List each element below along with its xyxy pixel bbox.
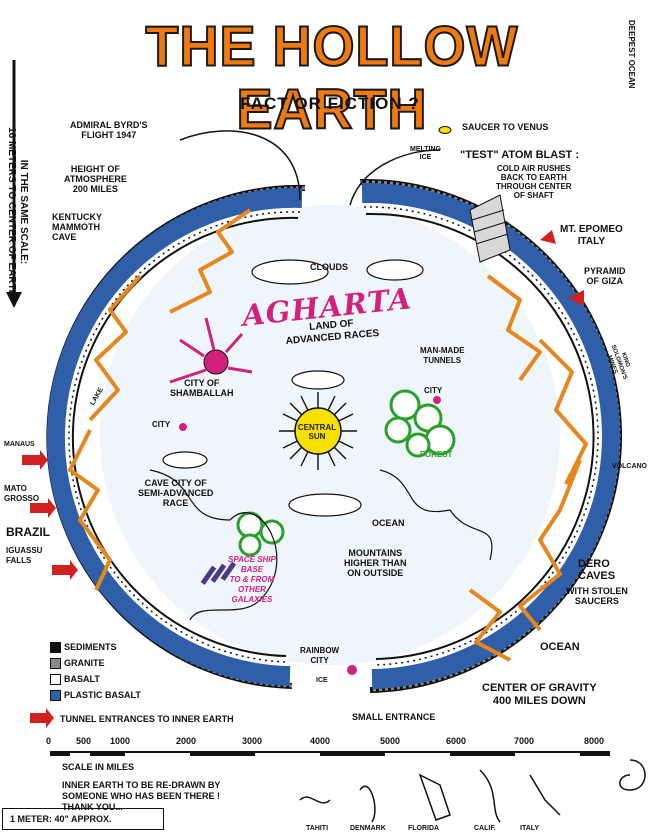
space-ship-base-icon [200, 561, 237, 585]
meter-note-box [2, 808, 164, 830]
scale-tick: 3000 [242, 736, 263, 746]
saucer-icon [438, 126, 452, 134]
inner-ocean-label: OCEAN [372, 518, 405, 528]
diagram-subtitle: FACT OR FICTION ? [240, 94, 420, 113]
volcano-label: VOLCANO [612, 463, 647, 470]
atmosphere-height-label: HEIGHT OF ATMOSPHERE 200 MILES [64, 164, 127, 194]
basalt-swatch [50, 674, 61, 685]
manaus-label: MANAUS [4, 441, 35, 448]
scale-tick: 1000 [110, 736, 131, 746]
scale-tick: 2000 [176, 736, 197, 746]
kentucky-cave-label: KENTUCKY MAMMOTH CAVE [52, 212, 103, 242]
scale-label: SCALE IN MILES [62, 762, 135, 772]
cave-city-label: CAVE CITY OF SEMI-ADVANCED RACE [138, 478, 214, 508]
space-ship-base-label: SPACE SHIP BASE TO & FROM OTHER GALAXIES [228, 555, 276, 604]
down-arrow-icon [6, 292, 22, 308]
scale-bar [50, 751, 610, 756]
place-label: DENMARK [350, 825, 386, 832]
scale-tick: 0 [46, 736, 52, 746]
saucer-to-venus-label: SAUCER TO VENUS [462, 122, 549, 132]
legend-item-label: PLASTIC BASALT [64, 690, 141, 700]
outer-ocean-label: OCEAN [540, 641, 580, 653]
city-right-label: CITY [424, 386, 443, 395]
magma-tunnels [68, 208, 588, 662]
atom-blast-shaft [469, 194, 511, 263]
scale-tick: 8000 [584, 736, 605, 746]
meter-note: 1 METER: 40" APPROX. [10, 814, 112, 824]
tunnel-entrance-arrows [22, 230, 584, 728]
clouds [162, 259, 424, 517]
center-of-gravity-label: CENTER OF GRAVITY 400 MILES DOWN [482, 682, 597, 707]
dero-caves-sub-label: WITH STOLEN SAUCERS [566, 586, 628, 606]
small-entrance-label: SMALL ENTRANCE [352, 712, 436, 722]
ice-label: ICE [316, 677, 328, 684]
atom-blast-text: COLD AIR RUSHES BACK TO EARTH THROUGH CE… [496, 164, 572, 200]
place-label: ITALY [520, 825, 540, 832]
legend-item-label: GRANITE [64, 658, 105, 668]
place-outlines [299, 759, 646, 823]
central-sun-label: CENTRAL SUN [297, 423, 337, 441]
pyramid-giza-label: PYRAMID OF GIZA [584, 266, 626, 286]
city-icon [179, 423, 187, 431]
plastic-basalt-left [46, 187, 303, 686]
admiral-byrd-label: ADMIRAL BYRD'S FLIGHT 1947 [70, 120, 148, 140]
mountains-label: MOUNTAINS HIGHER THAN ON OUTSIDE [344, 548, 407, 578]
plastic-basalt-swatch [50, 690, 61, 701]
dero-caves-label: DERO CAVES [578, 558, 616, 582]
scale-tick: 5000 [380, 736, 401, 746]
shamballah-city-icon [169, 317, 253, 384]
place-label: TAHITI [306, 825, 329, 832]
melting-ice-label: MELTING ICE [410, 146, 441, 161]
man-made-tunnels-label: MAN-MADE TUNNELS [420, 346, 465, 365]
mato-grosso-label: MATO GROSSO [4, 484, 40, 503]
granite-swatch [50, 658, 61, 669]
central-sun-icon [279, 392, 357, 470]
legend-arrow-icon [30, 708, 54, 728]
city-icon [433, 396, 441, 404]
legend-item-label: BASALT [64, 674, 100, 684]
diagram-title: THE HOLLOW EARTH [145, 14, 519, 142]
footer-note: INNER EARTH TO BE RE-DRAWN BY SOMEONE WH… [62, 780, 221, 812]
place-label: FLORIDA [408, 825, 440, 832]
iguassu-falls-label: IGUASSU FALLS [6, 546, 43, 565]
shamballah-label: CITY OF SHAMBALLAH [170, 378, 234, 398]
tunnel-entrances-legend: TUNNEL ENTRANCES TO INNER EARTH [60, 714, 234, 724]
legend-item-label: SEDIMENTS [64, 642, 117, 652]
scale-tick: 500 [76, 736, 92, 746]
rainbow-city-label: RAINBOW CITY [300, 646, 340, 665]
place-label: CALIF. [474, 825, 496, 832]
forest-label: FOREST [420, 450, 453, 459]
scale-tick: 4000 [310, 736, 331, 746]
scale-ticks: 0 500 1000 2000 3000 4000 5000 6000 7000… [0, 736, 660, 750]
brazil-label: BRAZIL [6, 525, 50, 539]
atom-blast-title: "TEST" ATOM BLAST : [460, 149, 579, 161]
sediments-swatch [50, 642, 61, 653]
city-left-label: CITY [152, 420, 171, 429]
scale-tick: 7000 [514, 736, 535, 746]
scale-tick: 6000 [446, 736, 467, 746]
mt-epomeo-label: MT. EPOMEO ITALY [560, 224, 623, 247]
clouds-label: CLOUDS [310, 262, 348, 272]
rainbow-city-icon [347, 665, 357, 675]
